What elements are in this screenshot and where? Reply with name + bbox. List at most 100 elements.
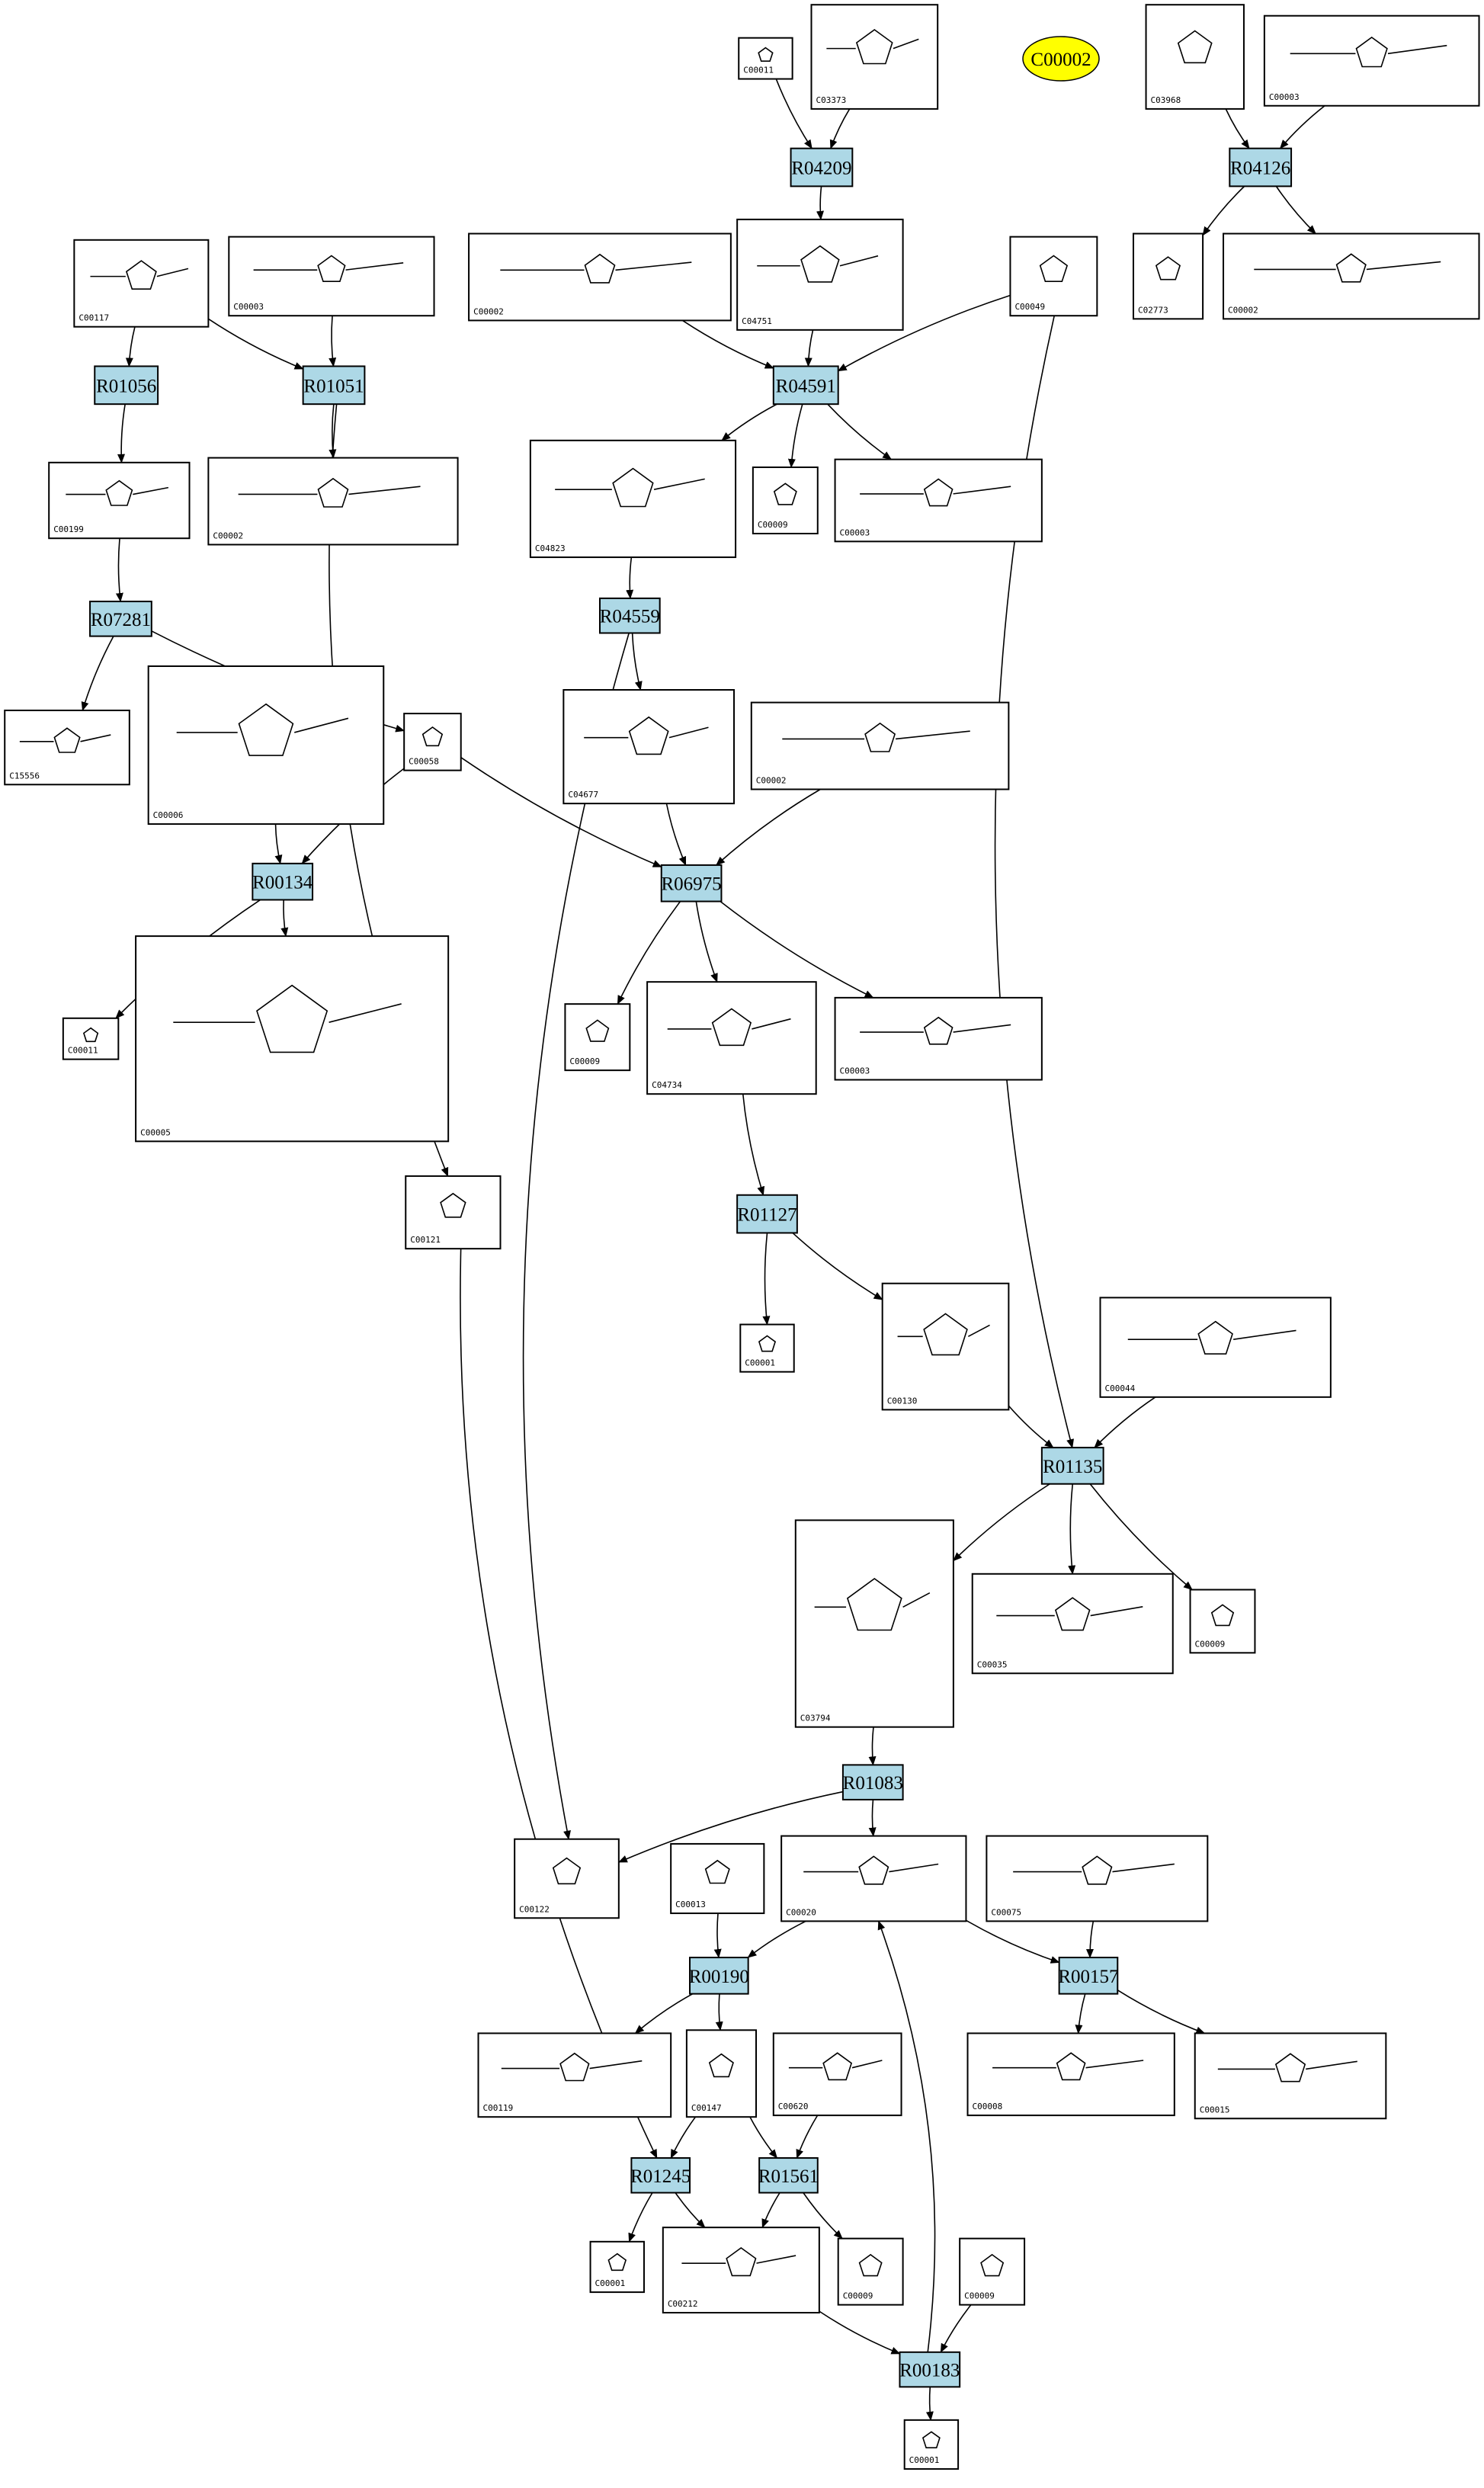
reaction-node-r04591[interactable]: R04591: [772, 365, 839, 406]
compound-node-c00117[interactable]: C00117: [73, 239, 210, 328]
compound-box: [207, 457, 459, 546]
structure-icon: [317, 255, 346, 283]
compound-node-c04734[interactable]: C04734: [646, 981, 817, 1095]
compound-box: [881, 1282, 1010, 1411]
compound-node-c00001[interactable]: C00001: [589, 2240, 645, 2294]
compound-node-c00119[interactable]: C00119: [477, 2032, 672, 2118]
compound-label: C00121: [410, 1235, 441, 1245]
compound-node-c00147[interactable]: C00147: [685, 2029, 758, 2118]
compound-box: [903, 2419, 960, 2470]
structure-icon: [846, 1578, 902, 1631]
compound-label: C00001: [745, 1358, 775, 1368]
compound-node-c00009[interactable]: C00009: [837, 2237, 904, 2306]
compound-node-c00015[interactable]: C00015: [1194, 2032, 1387, 2120]
compound-box: [752, 466, 819, 534]
compound-node-c00002[interactable]: C00002: [207, 457, 459, 546]
compound-box: [405, 1175, 502, 1250]
highlight-compound[interactable]: C00002: [1022, 36, 1100, 82]
compound-node-c00199[interactable]: C00199: [48, 461, 191, 540]
compound-node-c00008[interactable]: C00008: [966, 2032, 1175, 2117]
reaction-node-r00157[interactable]: R00157: [1058, 1957, 1119, 1995]
compound-node-c00011[interactable]: C00011: [62, 1017, 120, 1060]
reaction-node-r01245[interactable]: R01245: [630, 2157, 691, 2194]
compound-node-c03794[interactable]: C03794: [794, 1519, 954, 1728]
reaction-node-r00183[interactable]: R00183: [899, 2351, 961, 2388]
edge-r_r01561-to-c_c00009d: [803, 2192, 843, 2240]
structure-icon: [1366, 261, 1441, 271]
reaction-node-r00134[interactable]: R00134: [252, 862, 314, 901]
compound-node-c00212[interactable]: C00212: [662, 2227, 820, 2314]
structure-icon: [584, 253, 616, 284]
reaction-label: R00157: [1058, 1967, 1118, 1987]
edge-c_c03794-to-r_r01083: [868, 1727, 877, 1766]
compound-node-c03373[interactable]: C03373: [810, 4, 939, 110]
edge-c_c00020-to-r_r00190: [747, 1920, 806, 1958]
compound-node-c00011[interactable]: C00011: [738, 37, 793, 80]
structure-icon: [105, 479, 133, 506]
edge-c_c00058-to-r_r06975: [460, 757, 662, 867]
reaction-node-r01051[interactable]: R01051: [302, 365, 366, 406]
compound-node-c00121[interactable]: C00121: [405, 1175, 502, 1250]
edge-c_c04823-to-r_r04559: [626, 556, 634, 599]
compound-node-c04751[interactable]: C04751: [736, 218, 904, 331]
compound-node-c00003[interactable]: C00003: [834, 996, 1043, 1081]
edge-r_r06975-to-c_c04734: [695, 901, 718, 983]
compound-node-c00009[interactable]: C00009: [959, 2237, 1026, 2306]
compound-node-c00620[interactable]: C00620: [772, 2032, 902, 2117]
reaction-node-r07281[interactable]: R07281: [89, 601, 152, 637]
compound-node-c00013[interactable]: C00013: [670, 1842, 765, 1915]
compound-node-c00009[interactable]: C00009: [752, 466, 819, 534]
compound-node-c00044[interactable]: C00044: [1099, 1297, 1332, 1398]
structure-icon: [317, 477, 349, 508]
compound-node-c00001[interactable]: C00001: [903, 2419, 960, 2470]
compound-label: C00011: [743, 66, 774, 75]
compound-node-c00003[interactable]: C00003: [834, 458, 1043, 543]
reaction-node-r00190[interactable]: R00190: [689, 1957, 749, 1995]
compound-node-c00009[interactable]: C00009: [1189, 1589, 1256, 1654]
compound-node-c00058[interactable]: C00058: [403, 713, 462, 771]
edge-r_r06975-to-c_c00003d: [720, 900, 874, 999]
compound-node-c00003[interactable]: C00003: [1263, 14, 1480, 107]
reaction-node-r01561[interactable]: R01561: [758, 2157, 819, 2194]
reaction-node-r01127[interactable]: R01127: [736, 1194, 798, 1234]
compound-node-c02773[interactable]: C02773: [1132, 232, 1204, 320]
compound-node-c00002[interactable]: C00002: [750, 701, 1010, 790]
compound-node-c04823[interactable]: C04823: [529, 439, 737, 559]
compound-node-c00003[interactable]: C00003: [228, 236, 435, 317]
structure-icon: [858, 1855, 889, 1885]
compound-node-c04677[interactable]: C04677: [563, 689, 736, 805]
reaction-node-r04559[interactable]: R04559: [598, 597, 661, 634]
reaction-node-r04209[interactable]: R04209: [790, 147, 854, 188]
compound-label: C00003: [1269, 92, 1300, 102]
compound-node-c00122[interactable]: C00122: [514, 1838, 620, 1919]
compound-box: [662, 2227, 820, 2314]
compound-node-c00002[interactable]: C00002: [1223, 232, 1480, 320]
reaction-node-r06975[interactable]: R06975: [660, 864, 723, 903]
reaction-node-r04126[interactable]: R04126: [1229, 147, 1293, 188]
reaction-label: R00190: [689, 1967, 749, 1987]
compound-node-c00020[interactable]: C00020: [780, 1835, 967, 1922]
compound-node-c15556[interactable]: C15556: [4, 709, 130, 786]
reaction-node-r01056[interactable]: R01056: [94, 365, 159, 406]
compound-box: [685, 2029, 758, 2118]
reaction-node-r01083[interactable]: R01083: [841, 1764, 904, 1800]
reaction-node-r01135[interactable]: R01135: [1040, 1447, 1104, 1485]
compound-node-c00009[interactable]: C00009: [564, 1003, 631, 1072]
edge-r_r04209-to-c_c04751: [816, 186, 825, 220]
compound-node-c00075[interactable]: C00075: [986, 1835, 1209, 1922]
compound-node-c00130[interactable]: C00130: [881, 1282, 1010, 1411]
compound-box: [73, 239, 210, 328]
compound-node-c00006[interactable]: C00006: [147, 665, 385, 826]
compound-node-c00002[interactable]: C00002: [468, 232, 732, 322]
structure-icon: [589, 2060, 643, 2070]
edge-r_r04591-to-c_c04823: [721, 403, 777, 441]
compound-node-c00005[interactable]: C00005: [135, 935, 450, 1143]
structure-icon: [585, 1019, 610, 1042]
compound-node-c00001[interactable]: C00001: [739, 1323, 795, 1373]
edge-c_c00130-to-r_r01135: [1008, 1405, 1054, 1448]
compound-node-c03968[interactable]: C03968: [1145, 4, 1245, 110]
structure-icon: [889, 1863, 939, 1873]
compound-node-c00049[interactable]: C00049: [1009, 236, 1098, 317]
compound-node-c00035[interactable]: C00035: [971, 1573, 1174, 1675]
